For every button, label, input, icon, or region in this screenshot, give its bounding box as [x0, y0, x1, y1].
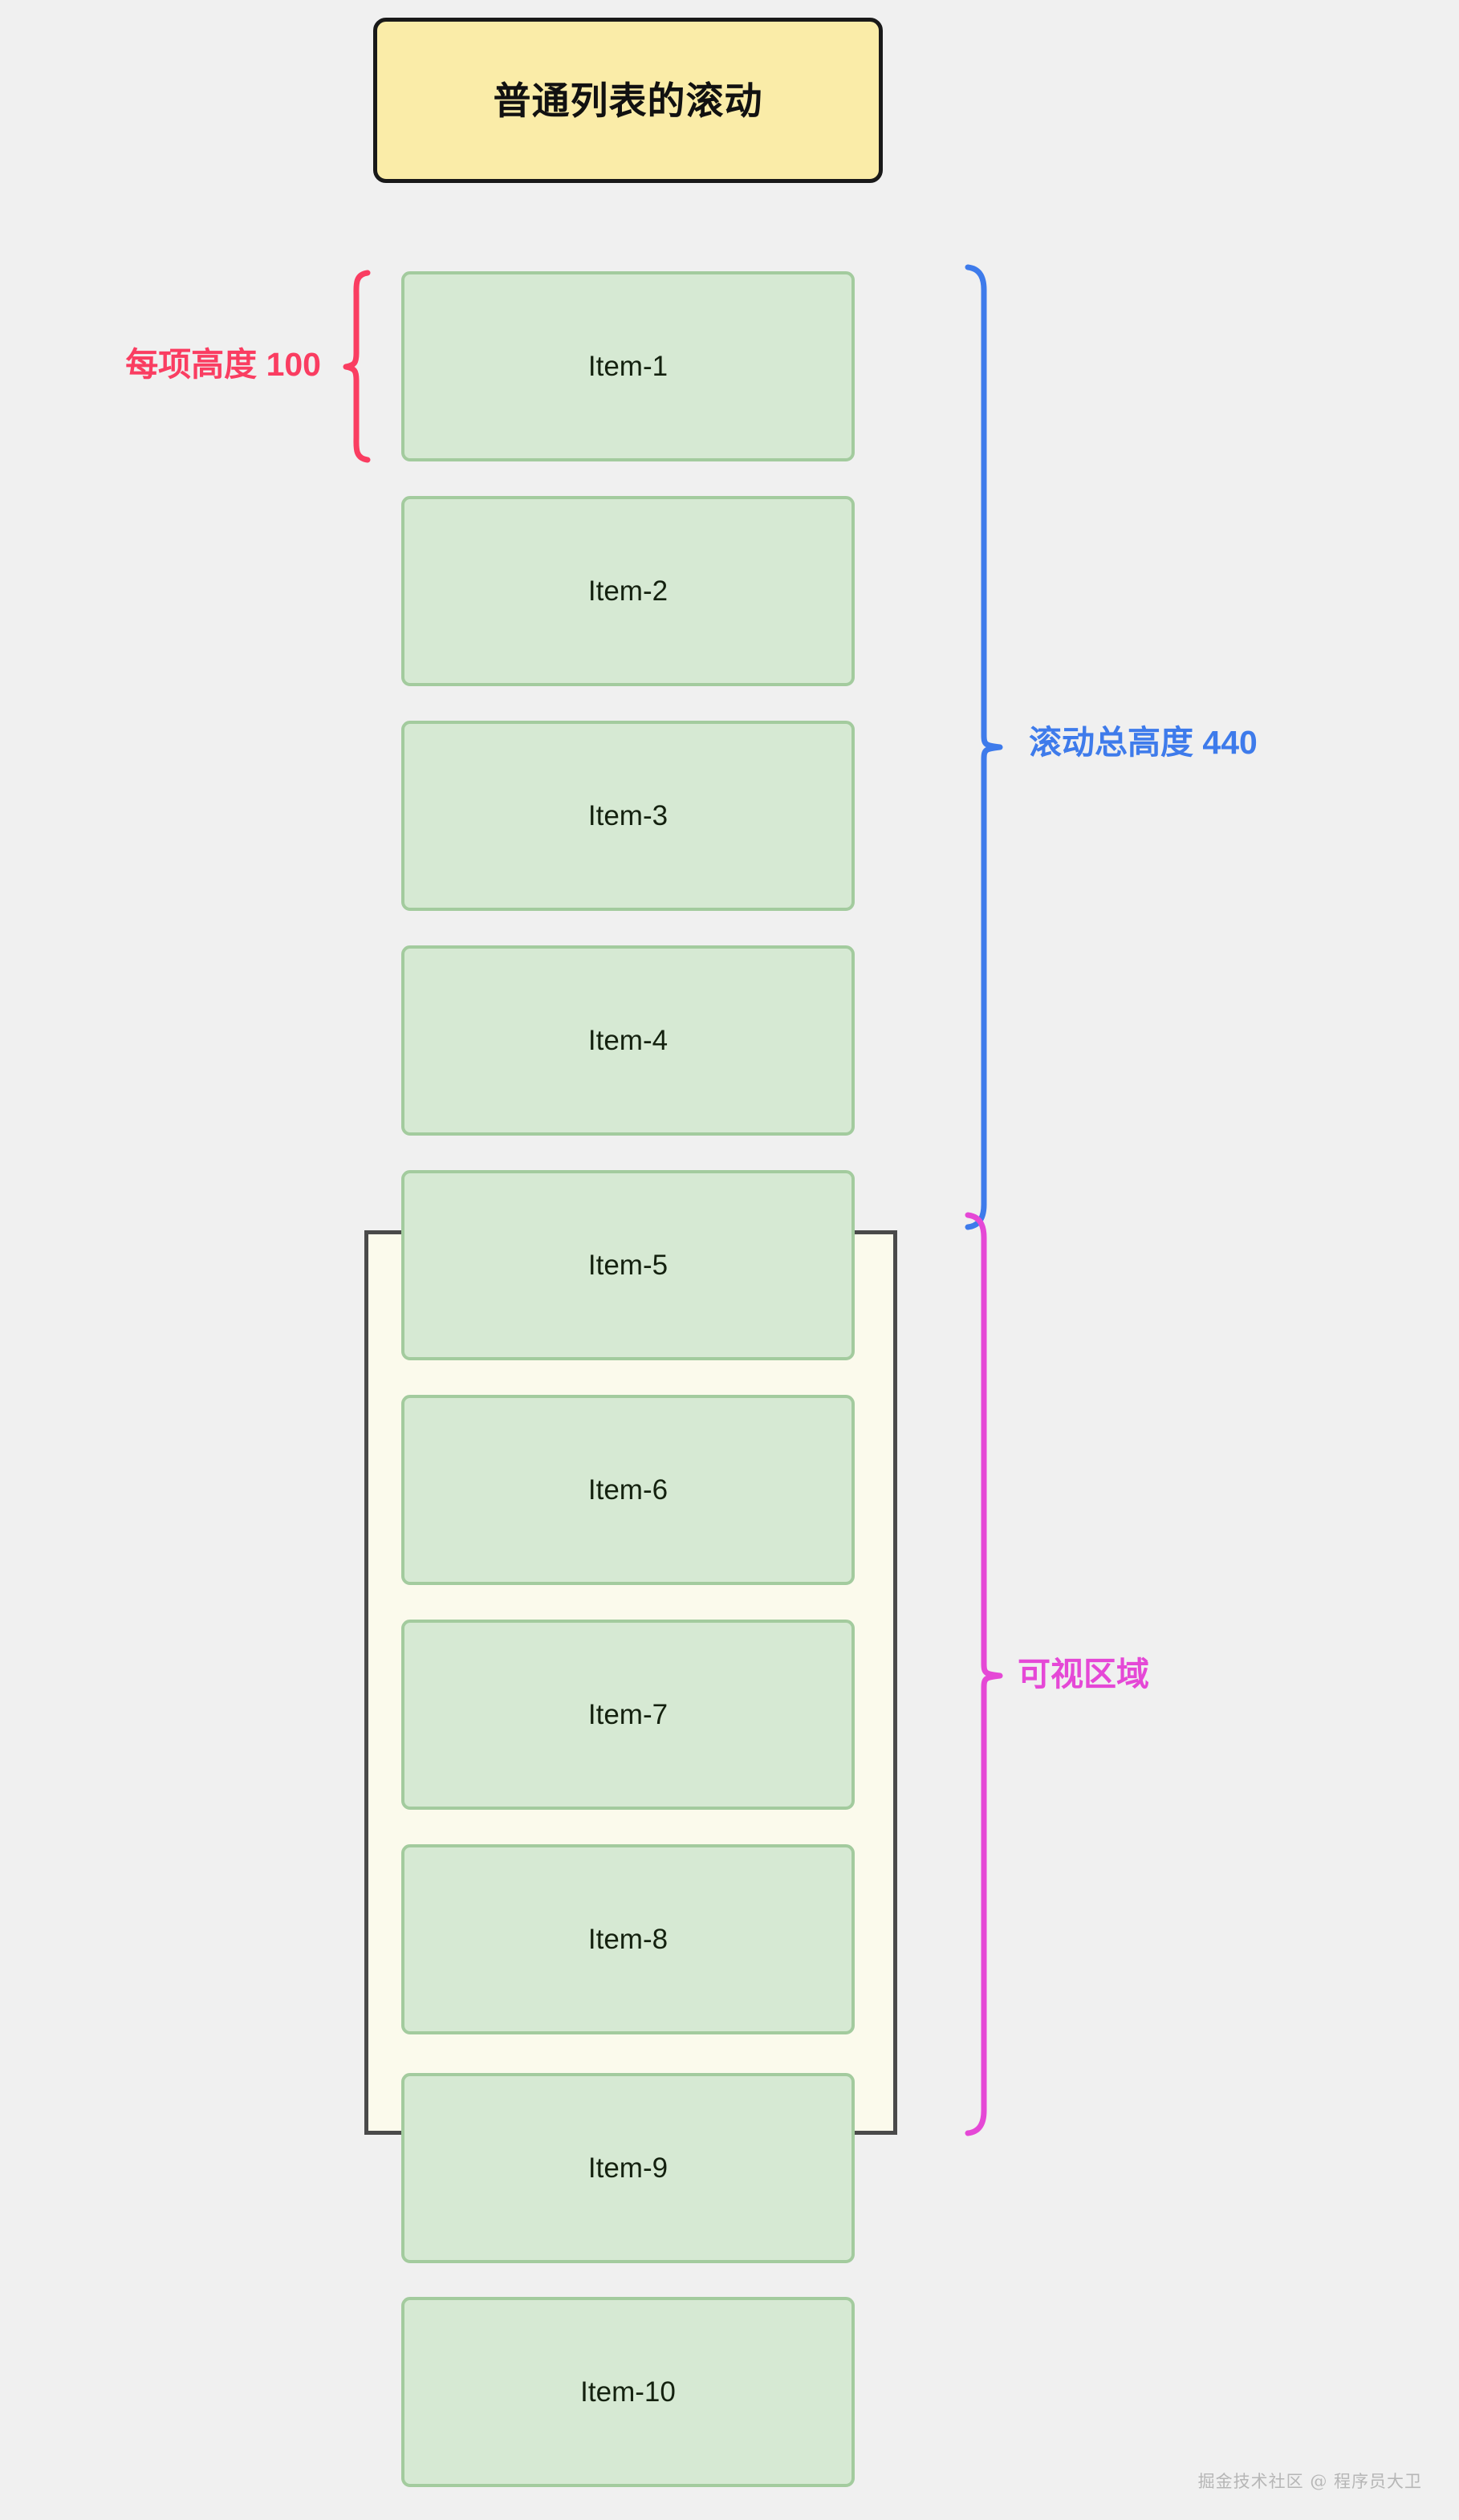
- list-item-label: Item-4: [587, 1025, 669, 1056]
- list-item-label: Item-6: [587, 1474, 669, 1506]
- list-item[interactable]: Item-1: [401, 271, 855, 461]
- list-item-label: Item-5: [587, 1250, 669, 1281]
- list-item-label: Item-3: [587, 800, 669, 831]
- list-item-label: Item-8: [587, 1924, 669, 1955]
- item-height-brace: [343, 270, 371, 463]
- list-item[interactable]: Item-3: [401, 721, 855, 911]
- item-height-label: 每项高度 100: [125, 346, 321, 383]
- list-item[interactable]: Item-10: [401, 2297, 855, 2487]
- list-item[interactable]: Item-8: [401, 1844, 855, 2034]
- visible-area-brace: [965, 1212, 1003, 2136]
- visible-area-label: 可视区域: [1018, 1656, 1149, 1693]
- watermark: 掘金技术社区 @ 程序员大卫: [1197, 2472, 1422, 2491]
- list-item[interactable]: Item-5: [401, 1170, 855, 1360]
- list-item-label: Item-10: [580, 2376, 676, 2408]
- list-item[interactable]: Item-2: [401, 496, 855, 686]
- diagram-title-text: 普通列表的滚动: [493, 79, 763, 122]
- list-item[interactable]: Item-6: [401, 1395, 855, 1585]
- list-item[interactable]: Item-9: [401, 2073, 855, 2263]
- list-item[interactable]: Item-7: [401, 1620, 855, 1810]
- diagram-title-box: 普通列表的滚动: [373, 18, 883, 183]
- total-height-label: 滚动总高度 440: [1029, 724, 1258, 761]
- list-item[interactable]: Item-4: [401, 945, 855, 1136]
- list-item-label: Item-1: [587, 351, 669, 382]
- list-item-label: Item-7: [587, 1699, 669, 1730]
- list-item-label: Item-2: [587, 575, 669, 607]
- total-height-brace: [965, 264, 1003, 1230]
- list-item-label: Item-9: [587, 2152, 669, 2184]
